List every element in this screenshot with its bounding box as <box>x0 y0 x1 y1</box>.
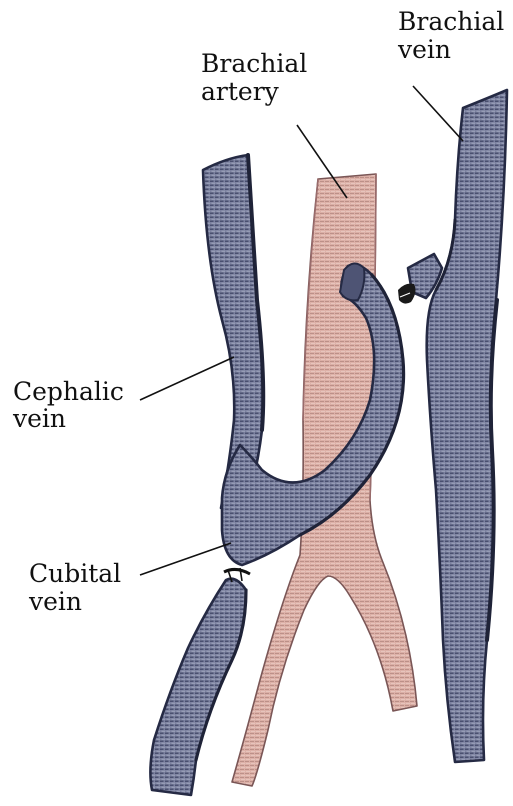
brachial-artery-label-line2: artery <box>201 77 280 106</box>
cubital-vein-leader <box>140 543 231 575</box>
cubital-vein-label-line1: Cubital <box>29 559 121 588</box>
brachial-vein-shape <box>427 90 507 762</box>
brachial-vein <box>427 90 507 762</box>
forearm-vein <box>150 568 250 795</box>
brachial-vein-label-line1: Brachial <box>398 7 504 36</box>
cubital-vein-label-line2: vein <box>28 587 82 616</box>
cephalic-vein-label-line1: Cephalic <box>13 377 124 406</box>
brachial-artery-label-line1: Brachial <box>201 49 307 78</box>
cephalic-vein-leader <box>140 357 234 400</box>
brachial-vein-label-line2: vein <box>397 35 451 64</box>
forearm-vein-shape <box>150 579 246 795</box>
brachial-vein-leader <box>413 86 463 141</box>
cephalic-vein-label-line2: vein <box>12 404 66 433</box>
